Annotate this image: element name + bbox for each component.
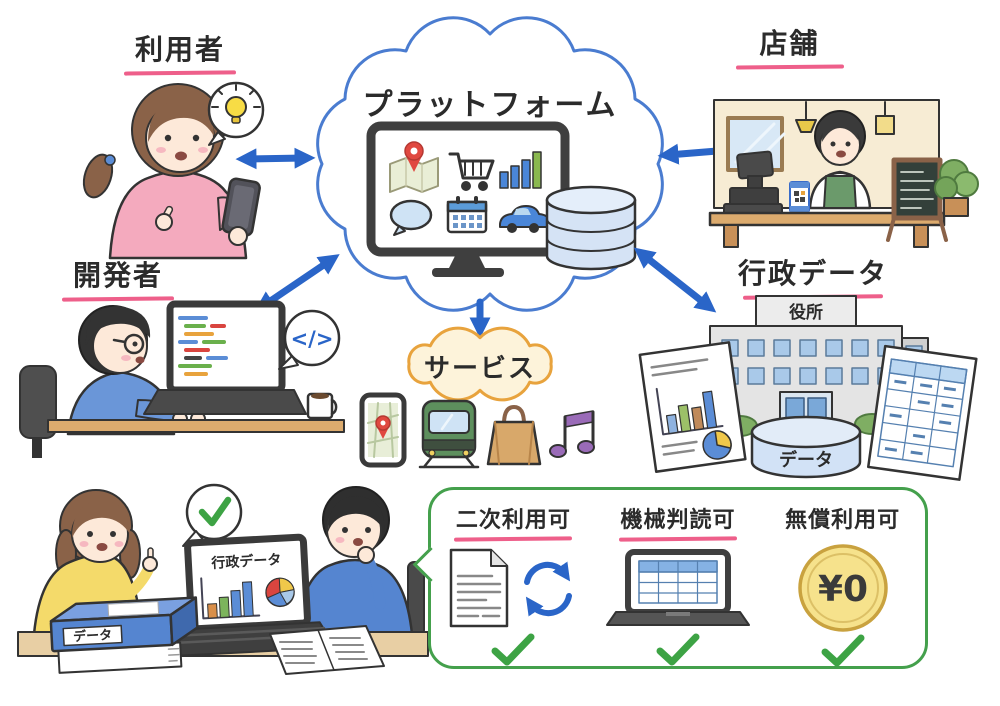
check-bubble (182, 483, 243, 547)
code-bubble: </> (278, 309, 341, 370)
coffee-mug (306, 392, 338, 420)
monitor-stand (449, 254, 485, 268)
code-icon: </> (291, 327, 334, 351)
arrow-govdata-platform (633, 247, 717, 313)
hanging-lamp-2 (875, 115, 895, 135)
user-label-text: 利用者 (134, 33, 225, 66)
services-bubble (407, 326, 553, 402)
plant (934, 159, 979, 217)
spreadsheet-laptop-icon (605, 549, 750, 627)
platform-monitor (366, 121, 570, 277)
govdata-label: 行政データ (738, 252, 889, 300)
arrow-developer-platform (254, 254, 340, 312)
open-document (269, 625, 385, 675)
user-figure (82, 83, 261, 260)
store-figure (708, 99, 979, 248)
machine-readable-label: 機械判読可 (620, 508, 736, 533)
developer-label-text: 開発者 (72, 259, 163, 292)
store-counter (708, 211, 946, 227)
meeting-man (294, 486, 414, 636)
panel-item-reuse: 二次利用可 (433, 502, 593, 666)
monitor-base (432, 268, 504, 277)
document-reuse-icon (450, 549, 573, 628)
shopping-bag-icon (486, 405, 542, 466)
store-label: 店舗 (732, 22, 847, 70)
reuse-underline (454, 536, 573, 542)
services-label: サービス (414, 348, 546, 385)
reuse-check-icon (491, 633, 535, 666)
coin-text: ¥0 (818, 569, 868, 610)
data-cylinder: データ (750, 415, 862, 479)
meeting-scene: 行政データ データ (17, 483, 429, 675)
menu-chalkboard (886, 157, 948, 242)
panel-item-free: 無償利用可 ¥0 (763, 502, 923, 667)
train-icon (418, 399, 480, 469)
free-underline (783, 536, 902, 538)
ponytail (82, 153, 114, 199)
govdata-figure: 役所 (638, 295, 978, 481)
machine-readable-check-icon (656, 633, 700, 666)
free-check-icon (821, 634, 865, 667)
idea-bubble (207, 81, 265, 146)
building-sign: 役所 (789, 302, 823, 323)
developer-figure: </> (19, 300, 345, 458)
platform-label: プラットフォーム (360, 80, 620, 124)
check-icon (198, 496, 232, 527)
map-pin-icon (389, 141, 439, 193)
bar-chart-icon (499, 151, 542, 189)
data-book: データ (49, 596, 199, 674)
zero-yen-coin-icon: ¥0 (797, 544, 888, 632)
developer-laptop (143, 300, 307, 415)
reuse-label: 二次利用可 (455, 508, 571, 533)
meeting-laptop-title: 行政データ (210, 551, 282, 572)
calendar-icon (446, 196, 488, 234)
govdata-label-text: 行政データ (738, 257, 889, 290)
database-icon (545, 185, 637, 271)
map-app-icon (359, 392, 407, 468)
chart-document (638, 341, 747, 473)
services-label-text: サービス (423, 354, 536, 384)
machine-readable-underline (618, 536, 738, 542)
hanging-lamp (795, 119, 817, 133)
user-label: 利用者 (118, 28, 242, 76)
arrow-user-platform (235, 147, 316, 170)
table-document (866, 344, 978, 481)
store-label-text: 店舗 (759, 27, 820, 60)
qr-code-stand (789, 181, 810, 213)
platform-label-text: プラットフォーム (362, 88, 618, 123)
cash-register (723, 150, 783, 215)
data-cylinder-label: データ (779, 449, 833, 471)
code-lines (178, 316, 228, 376)
chat-icon (389, 199, 433, 236)
free-label: 無償利用可 (785, 508, 901, 533)
shopkeeper (808, 110, 872, 210)
developer-label: 開発者 (56, 254, 180, 302)
panel-item-machine-readable: 機械判読可 (598, 502, 758, 666)
developer-desk (47, 419, 345, 433)
data-book-label: データ (73, 627, 113, 645)
open-data-panel: 二次利用可 機械判読可 (412, 487, 928, 669)
music-notes-icon (549, 410, 595, 458)
glasses (123, 333, 145, 355)
lightbulb-icon (211, 84, 261, 124)
arrow-platform-services (469, 298, 491, 339)
cart-icon (448, 152, 495, 191)
